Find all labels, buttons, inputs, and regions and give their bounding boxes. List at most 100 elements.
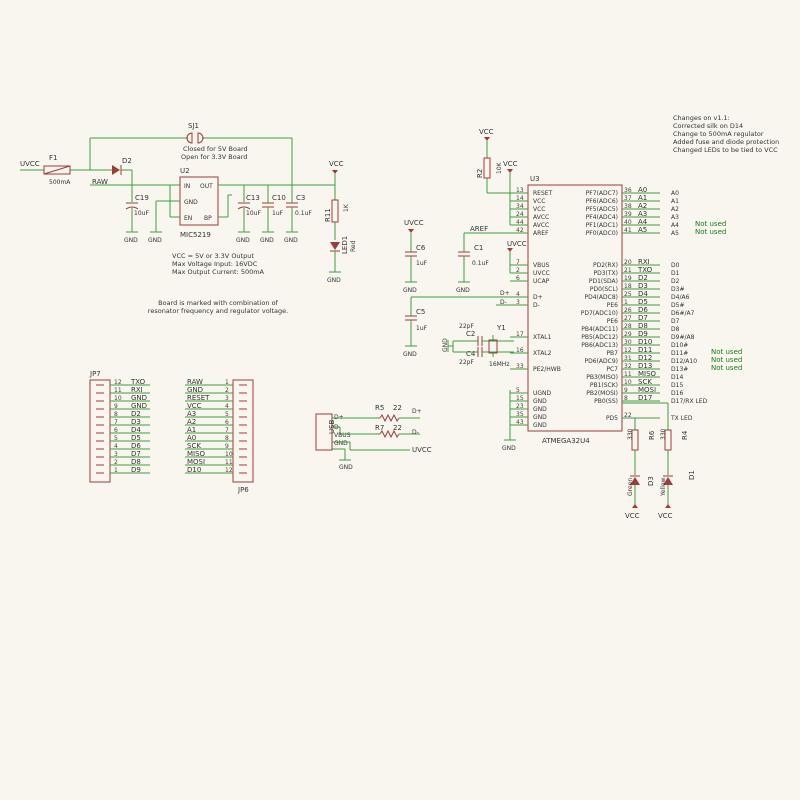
c1-value: 0.1uF [472,260,489,267]
u3-left-pin-name: RESET [533,190,553,197]
u3-left-pin-name: GND [533,406,547,413]
u3-right-pin-label: D11# [671,350,688,357]
jp6-pin-net: A3 [187,410,196,418]
jp7-pin-net: RXI [131,386,143,394]
u3-right-pin-name: PB5(ADC12) [581,334,618,341]
u3-right-pin-name: PB7 [606,350,618,357]
u3-left-pin-name: UGND [533,390,552,397]
u3-right-pin-net: A1 [638,194,647,202]
c10-label: C10 [272,194,286,202]
u3-left-pin-num: 44 [516,219,524,226]
u3-left-pin-name: XTAL1 [533,334,552,341]
gnd-led1: GND [327,277,341,284]
resistor-r5 [379,413,400,423]
c10-value: 1uF [272,210,284,217]
u3-right-pin-net: D17 [638,394,652,402]
u3-right-pin-num: 40 [624,219,632,226]
u3-right-pin-num: 9 [624,387,628,394]
r5-label: R5 [375,404,384,412]
f1-label: F1 [49,154,57,162]
gnd-crystal: GND [442,338,449,352]
diode-d2 [112,165,120,175]
u3-right-pin-num: 12 [624,347,632,354]
sj1-note-1: Open for 3.3V Board [181,153,247,161]
u3-dm-net: D- [500,299,507,306]
u3-right-pin-num: 38 [624,203,632,210]
y1-value: 16MHz [489,361,509,368]
u3-left-pin-name: D+ [533,294,543,301]
change-note-1: Corrected silk on D14 [673,122,743,130]
jp6-pin-num: 1 [225,379,229,386]
sj1-label: SJ1 [188,122,199,130]
u3-right-pin-net: D3 [638,282,648,290]
u2-pin-out: OUT [200,183,213,190]
u3-left-pin-num: 35 [516,411,524,418]
c13-value: 10uF [246,210,261,217]
jp7-pin-net: GND [131,402,147,410]
gnd-c19: GND [124,237,138,244]
usb-dp-net: D+ [412,408,422,415]
not-used-note: Not used [711,348,742,356]
jp6-pin-net: VCC [187,402,202,410]
u3-left-pin-num: 7 [516,259,520,266]
u3-right-pin-net: TXO [637,266,653,274]
u3-dp-net: D+ [500,290,510,297]
jp6-pin-num: 3 [225,395,229,402]
not-used-note: Not used [711,364,742,372]
jp7-pin-num: 11 [114,387,122,394]
uvcc-label: UVCC [20,160,40,168]
u3-right-pin-name: PD1(SDA) [589,278,618,285]
led1-label: LED1 [341,236,349,254]
u3-left-pin-name: VCC [533,198,545,205]
jp7-pin-net: D6 [131,442,141,450]
board-notes: Board is marked with combination of reso… [148,299,288,315]
y1-label: Y1 [496,324,506,332]
u3-right-pin-net: D2 [638,274,648,282]
jp7-pin-net: GND [131,394,147,402]
r7-value: 22 [393,424,402,432]
jp6-pins: 1RAW2GND3RESET4VCC5A36A27A18A09SCK10MISO… [185,378,247,474]
c3-label: C3 [296,194,305,202]
jp7-pin-net: D7 [131,450,141,458]
usb-uvcc-net: UVCC [412,446,432,454]
u3-left-pin-num: 5 [516,387,520,394]
u3-right-pin-name: PF6(ADC6) [586,198,618,205]
jp6-pin-num: 12 [225,467,233,474]
u3-left-pin-num: 13 [516,187,524,194]
u3-left-pin-name: XTAL2 [533,350,552,357]
raw-label: RAW [92,178,108,186]
u3-right-pin-label: A3 [671,214,679,221]
u3-right-pin-num: 36 [624,187,632,194]
d1-color: Yellow [660,477,667,497]
u3-right-pin-num: 29 [624,331,632,338]
u3-left-pin-num: 42 [516,227,524,234]
change-note-4: Changed LEDs to be tied to VCC [673,146,778,154]
c2-label: C2 [466,330,475,338]
resistor-r7 [379,429,400,439]
u3-right-pin-num: 20 [624,259,632,266]
u3-left-pin-num: 17 [516,331,524,338]
jp7-pin-num: 6 [114,427,118,434]
c4-label: C4 [466,350,476,358]
jp7-pin-net: D3 [131,418,141,426]
u3-right-pin-num: 22 [624,412,632,419]
u3-right-pin-name: PE6 [607,302,618,309]
jp7-pin-net: D5 [131,434,141,442]
u3-right-pin-name: PD3(TX) [593,270,618,277]
led1-icon [330,242,340,250]
spec-notes: VCC = 5V or 3.3V Output Max Voltage Inpu… [172,252,265,276]
vcc-label-u3: VCC [503,160,518,168]
power-section: SJ1 Closed for 5V Board Open for 3.3V Bo… [20,122,357,284]
u3-right-pin-num: 32 [624,363,632,370]
jp7-pin-net: D4 [131,426,141,434]
change-notes: Changes on v1.1: Corrected silk on D14 C… [673,114,779,154]
u3-right-pin-label: D0 [671,262,680,269]
u3-right-pin-net: SCK [638,378,652,386]
u3-right-pin-net: A2 [638,202,647,210]
resistor-r2 [483,157,491,179]
c5-label: C5 [416,308,425,316]
jp6-pin-net: SCK [187,442,201,450]
